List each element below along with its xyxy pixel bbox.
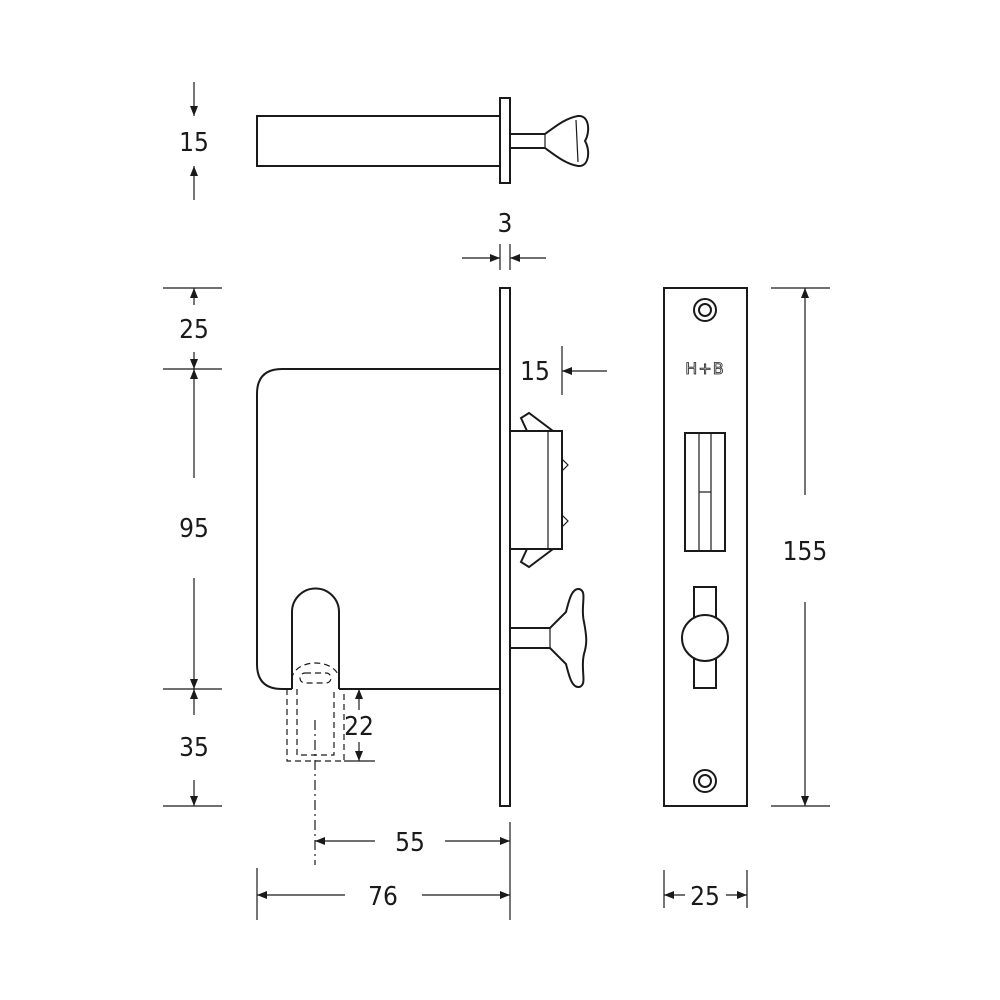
dim-label-faceplate-height: 155 <box>783 537 828 567</box>
latch-bolt <box>509 411 569 569</box>
dim-backset: 55 <box>315 822 511 920</box>
dim-case-depth: 76 <box>256 868 510 920</box>
dim-bolt-height: 15 <box>179 82 209 200</box>
dim-label-top-offset: 25 <box>179 315 209 345</box>
dim-label-case-height: 95 <box>179 514 209 544</box>
top-view-bolt <box>256 97 590 184</box>
dim-label-backset: 55 <box>395 828 425 858</box>
brand-mark: H+B <box>685 359 724 378</box>
cylinder-slot <box>291 587 340 689</box>
dim-label-cylinder-depth: 22 <box>344 712 374 742</box>
dim-faceplate-height: 155 <box>771 287 830 807</box>
dim-faceplate-width: 25 <box>663 870 748 912</box>
dim-label-faceplate-width: 25 <box>690 882 720 912</box>
screw-hole-top <box>693 298 717 322</box>
dim-label-faceplate-thickness: 3 <box>498 209 513 239</box>
hook-bolt <box>510 588 588 688</box>
front-view-faceplate: H+B <box>663 287 748 807</box>
dim-label-bottom-offset: 35 <box>179 733 209 763</box>
latch-opening <box>684 432 726 552</box>
dim-faceplate-thickness: 3 <box>462 209 546 270</box>
screw-hole-bottom <box>693 769 717 793</box>
dim-label-case-depth: 76 <box>368 882 398 912</box>
hook-bolt-opening <box>681 586 729 689</box>
dim-latch-projection: 15 <box>520 346 607 395</box>
side-view-lock-case <box>256 287 588 865</box>
dim-vertical-chain: 25 95 35 <box>163 287 222 807</box>
dim-label-bolt-height: 15 <box>179 128 209 158</box>
dim-label-latch-projection: 15 <box>520 357 550 387</box>
dim-cylinder-depth: 22 <box>344 689 375 762</box>
